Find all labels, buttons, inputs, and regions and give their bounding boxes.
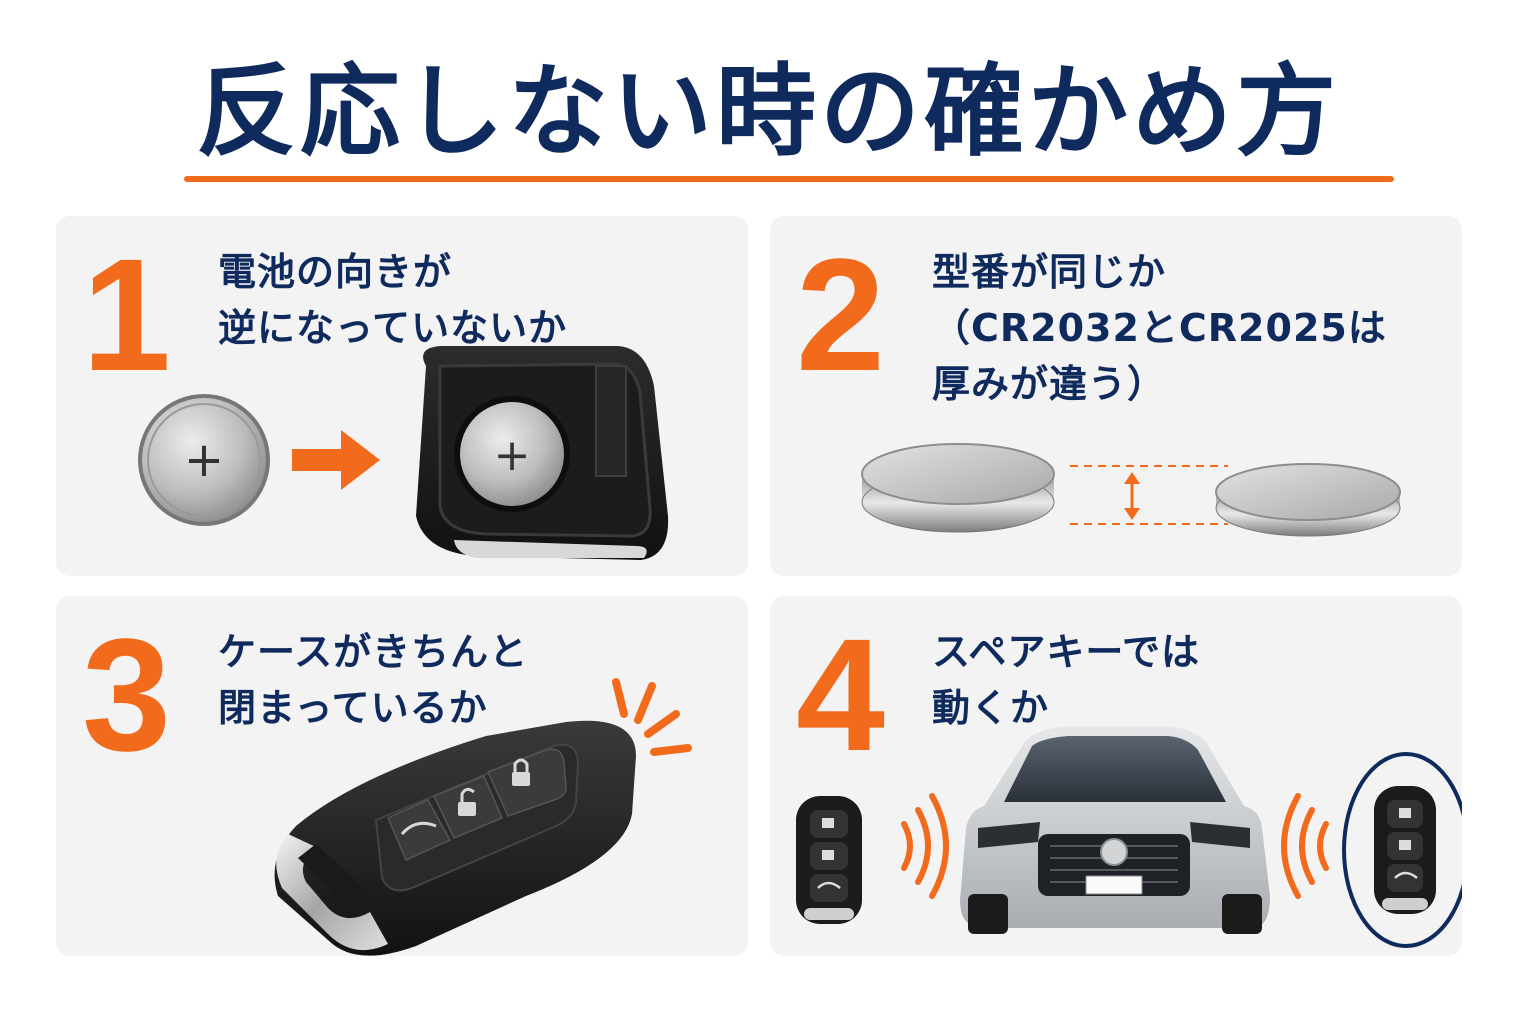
- plus-mark: +: [494, 430, 531, 481]
- coin-battery-icon: +: [138, 394, 270, 526]
- key-case-open-icon: +: [416, 346, 669, 560]
- car-icon: [960, 726, 1270, 934]
- step-number: 2: [796, 225, 885, 404]
- trunk-button-icon: [387, 799, 452, 861]
- step-2-illustration: [861, 443, 1401, 537]
- arrow-right-icon: [292, 430, 380, 490]
- spare-key-icon: [1342, 752, 1462, 948]
- step-1-illustration: + +: [138, 346, 669, 560]
- step-text-line: スペアキーでは: [932, 630, 1201, 674]
- step-text-line: 電池の向きが: [218, 250, 453, 294]
- step-4-illustration: [796, 726, 1462, 948]
- step-text-line: （CR2032とCR2025は: [932, 306, 1387, 350]
- signal-waves-icon: [1281, 793, 1329, 899]
- step-text-line: 厚みが違う）: [932, 362, 1167, 406]
- step-4-panel: 4 スペアキーでは 動くか: [770, 596, 1462, 956]
- step-text-line: 動くか: [932, 686, 1050, 730]
- thickness-arrow-icon: [1070, 465, 1228, 525]
- thick-battery-icon: [861, 443, 1055, 533]
- step-1-panel: 1 電池の向きが 逆になっていないか +: [56, 216, 748, 576]
- step-text-line: 逆になっていないか: [218, 306, 568, 350]
- step-text: 電池の向きが 逆になっていないか: [218, 244, 567, 356]
- step-3-illustration: [274, 678, 692, 956]
- step-number: 4: [796, 605, 885, 784]
- step-3-panel: 3 ケースがきちんと 閉まっているか: [56, 596, 748, 956]
- signal-waves-icon: [901, 793, 949, 899]
- step-number: 1: [82, 225, 171, 404]
- step-2-panel: 2 型番が同じか （CR2032とCR2025は 厚みが違う）: [770, 216, 1462, 576]
- step-text: ケースがきちんと 閉まっているか: [218, 624, 528, 736]
- smart-key-icon: [796, 796, 862, 924]
- step-number: 3: [82, 605, 171, 784]
- unlock-button-icon: [432, 775, 503, 839]
- step-text-line: ケースがきちんと: [218, 630, 529, 674]
- click-burst-icon: [612, 678, 692, 756]
- smart-key-icon: [274, 720, 636, 956]
- step-text: スペアキーでは 動くか: [932, 624, 1200, 736]
- page-title: 反応しない時の確かめ方: [196, 53, 1340, 170]
- step-text-line: 型番が同じか: [932, 250, 1167, 294]
- title-underline: [184, 176, 1394, 182]
- step-text-line: 閉まっているか: [218, 686, 488, 730]
- plus-mark: +: [184, 432, 224, 488]
- lock-button-icon: [486, 748, 567, 817]
- step-text: 型番が同じか （CR2032とCR2025は 厚みが違う）: [932, 244, 1387, 412]
- thin-battery-icon: [1215, 463, 1401, 537]
